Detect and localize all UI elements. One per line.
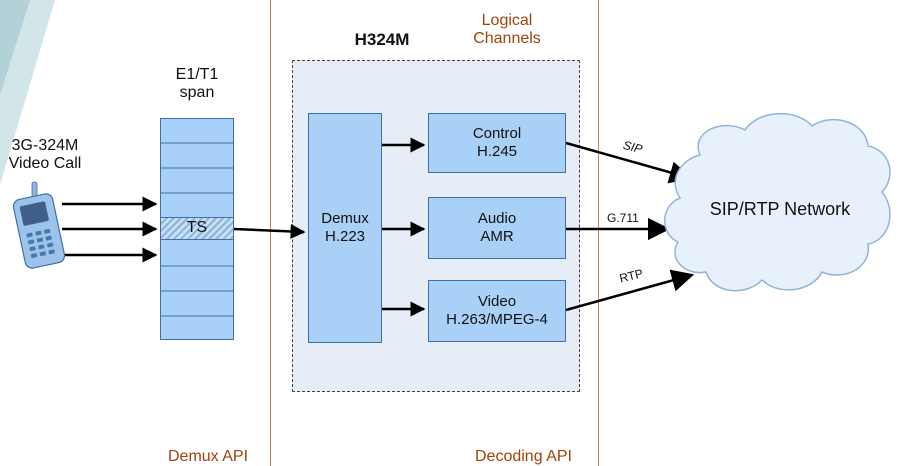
audio-box: Audio AMR bbox=[428, 197, 566, 259]
logical-channels-line-1: Logical bbox=[481, 12, 533, 29]
right-divider-line bbox=[598, 0, 599, 466]
mobile-phone-icon bbox=[12, 181, 66, 269]
demux-box-line-1: Demux bbox=[321, 210, 369, 227]
control-box-line-2: H.245 bbox=[476, 143, 518, 160]
video-box-line-1: Video bbox=[477, 293, 517, 310]
control-box-line-1: Control bbox=[472, 125, 522, 142]
demux-box-line-2: H.223 bbox=[324, 228, 366, 245]
channel-to-network-arrows bbox=[565, 141, 695, 312]
network-cloud bbox=[664, 113, 891, 292]
video-box-line-2: H.263/MPEG-4 bbox=[446, 311, 548, 328]
span-row-lines bbox=[160, 142, 234, 317]
ts-label: TS bbox=[186, 219, 208, 236]
logical-channels-label: Logical Channels bbox=[462, 12, 552, 48]
g711-label: G.711 bbox=[607, 211, 639, 225]
audio-box-line-2: AMR bbox=[480, 228, 514, 245]
ts-timeslot bbox=[160, 217, 234, 240]
ts-to-demux-arrow bbox=[233, 223, 306, 239]
phone-label: 3G-324M Video Call bbox=[0, 137, 90, 173]
h324m-title: H324M bbox=[354, 30, 410, 49]
phone-label-line-2: Video Call bbox=[8, 155, 82, 172]
span-label-line-2: span bbox=[179, 84, 215, 101]
demux-to-channel-arrows bbox=[382, 137, 426, 317]
demux-api-label: Demux API bbox=[168, 448, 249, 465]
demux-box: Demux H.223 bbox=[308, 113, 382, 343]
video-box: Video H.263/MPEG-4 bbox=[428, 280, 566, 342]
phone-to-span-arrows bbox=[62, 196, 158, 263]
logical-channels-line-2: Channels bbox=[473, 30, 541, 47]
network-label: SIP/RTP Network bbox=[709, 199, 851, 219]
phone-label-line-1: 3G-324M bbox=[11, 137, 79, 154]
left-divider-line bbox=[270, 0, 271, 466]
decoding-api-label: Decoding API bbox=[475, 448, 572, 465]
span-label: E1/T1 span bbox=[157, 66, 237, 102]
control-box: Control H.245 bbox=[428, 113, 566, 173]
audio-box-line-1: Audio bbox=[477, 210, 517, 227]
span-label-line-1: E1/T1 bbox=[175, 66, 219, 83]
